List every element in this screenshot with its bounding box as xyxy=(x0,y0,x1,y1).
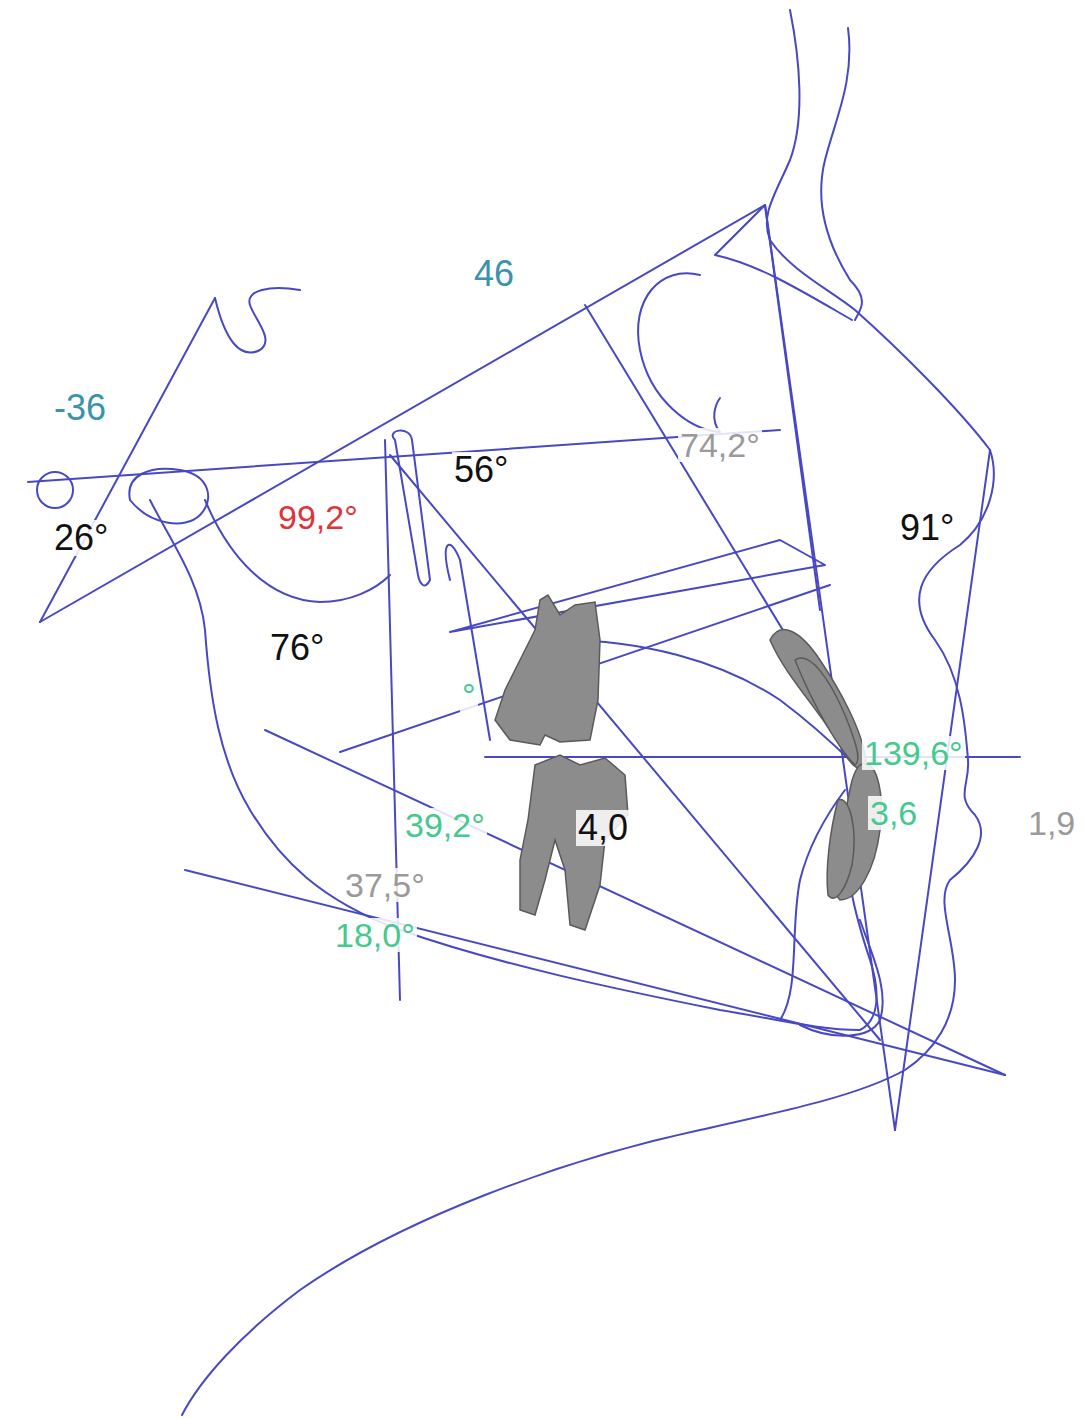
measurement-label: 3,6 xyxy=(868,796,919,830)
porion xyxy=(37,472,73,508)
orbit xyxy=(638,273,720,432)
measurement-label: 139,6° xyxy=(862,736,965,770)
mandible xyxy=(150,500,877,1030)
measurement-label: ° xyxy=(460,678,478,712)
measurement-label: 76° xyxy=(268,630,326,666)
palatal-plane xyxy=(450,540,825,632)
measurement-label: 91° xyxy=(898,510,956,546)
upper-incisor xyxy=(770,630,866,769)
lower-incisor-2 xyxy=(827,800,854,899)
measurement-label: 56° xyxy=(452,452,510,488)
nasal-soft-tissue xyxy=(821,28,862,320)
measurement-label: 26° xyxy=(52,520,110,556)
pterygoid-fissure xyxy=(393,431,430,586)
facial-line xyxy=(895,450,990,1130)
measurement-label: 99,2° xyxy=(276,500,360,534)
measurement-label: 1,9 xyxy=(1026,806,1077,840)
occlusal-plane xyxy=(340,585,830,752)
measurement-label: 18,0° xyxy=(333,918,417,952)
measurement-label: 74,2° xyxy=(678,428,762,462)
sella-outline xyxy=(215,288,300,352)
maxilla xyxy=(205,500,390,602)
measurement-label: -36 xyxy=(52,390,108,426)
measurement-label: 37,5° xyxy=(343,868,427,902)
orbital-line xyxy=(585,305,865,765)
upper-incisor-2 xyxy=(795,658,858,765)
measurement-label: 39,2° xyxy=(403,808,487,842)
soft-tissue-profile xyxy=(182,10,994,1415)
measurement-label: 46 xyxy=(472,256,516,292)
symphysis xyxy=(800,920,883,1036)
measurement-label: 4,0 xyxy=(576,810,630,846)
pterygoid-vertical xyxy=(385,440,400,1000)
sn-line xyxy=(40,205,765,622)
upper-molar xyxy=(495,595,600,745)
nasal-bone xyxy=(715,205,852,320)
y-axis xyxy=(390,455,880,1040)
condyle xyxy=(129,469,208,524)
functional-line xyxy=(265,730,1005,1075)
